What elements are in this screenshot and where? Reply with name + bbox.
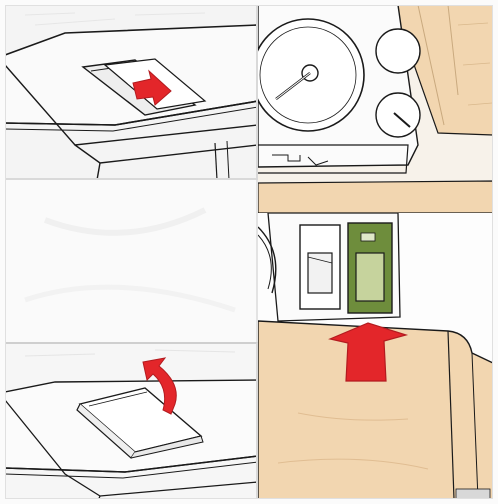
green-rocker-switch-icon	[348, 223, 392, 313]
large-gauge-icon	[258, 19, 364, 131]
panel-slide-cover	[5, 5, 258, 180]
white-rocker-switch-icon	[300, 225, 340, 309]
panel-dashboard-gauges	[258, 5, 493, 213]
dashboard-gauges-drawing	[258, 5, 493, 213]
press-switch-drawing	[258, 213, 493, 499]
panel-blank	[5, 180, 258, 342]
lift-flap-drawing	[5, 344, 258, 499]
panel-press-switch	[258, 213, 493, 499]
slide-cover-drawing	[5, 5, 258, 180]
blank-panel-drawing	[5, 180, 258, 342]
panel-lift-flap	[5, 342, 258, 499]
